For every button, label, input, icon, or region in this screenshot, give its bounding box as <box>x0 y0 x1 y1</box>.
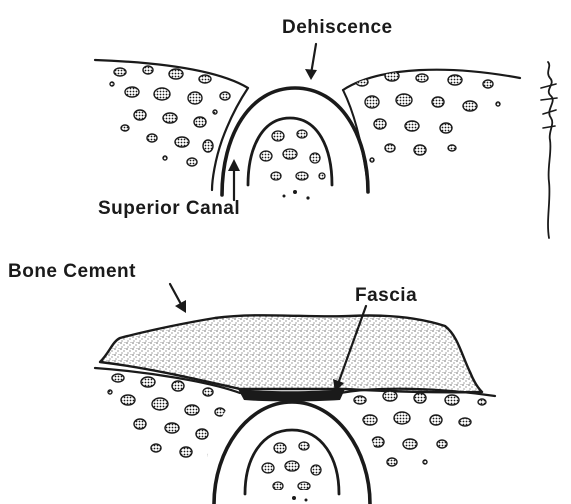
fascia-layer <box>238 389 345 402</box>
dehiscence-arrow <box>305 44 317 80</box>
label-bone-cement: Bone Cement <box>8 261 136 282</box>
bone-cement-arrow <box>170 284 186 313</box>
top-right-bone-inner-edge <box>343 90 368 188</box>
top-canal-core-texture <box>260 130 325 180</box>
bottom-panel <box>95 284 495 504</box>
superior-canal-arrow <box>228 159 240 200</box>
bottom-canal-outer-wall <box>214 402 370 504</box>
dura-edge-sketch <box>548 62 553 238</box>
bottom-lower-specks <box>292 496 308 502</box>
top-left-bone-texture <box>110 66 230 166</box>
top-lower-specks <box>283 190 310 200</box>
top-right-bone-outline <box>343 70 520 90</box>
label-dehiscence: Dehiscence <box>282 17 393 38</box>
bone-cement-mass <box>100 315 482 392</box>
top-right-bone-texture <box>356 71 500 162</box>
bottom-right-bone-texture <box>354 391 486 466</box>
label-fascia: Fascia <box>355 285 417 306</box>
bottom-canal-core-texture <box>262 442 321 490</box>
bottom-left-bone-texture <box>108 374 228 460</box>
label-superior-canal: Superior Canal <box>98 198 240 219</box>
top-canal-outer-wall <box>222 88 368 195</box>
